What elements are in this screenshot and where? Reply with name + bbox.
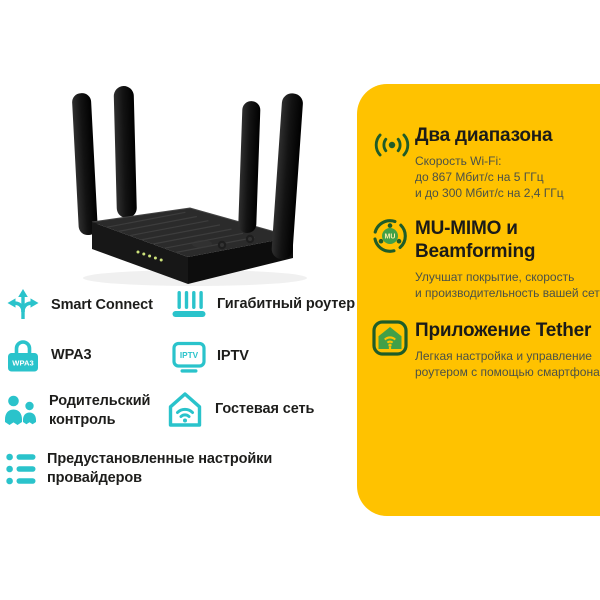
section-tether-app: Приложение Tether Легкая настройка и упр… <box>372 319 600 380</box>
feature-label: WPA3 <box>51 346 92 363</box>
wifi-signal-icon <box>374 133 410 157</box>
feature-guest-network: Гостевая сеть <box>166 391 314 427</box>
parental-control-icon <box>5 395 36 425</box>
section-description: Скорость Wi-Fi: до 867 Мбит/с на 5 ГГц и… <box>415 154 564 200</box>
router-side-face <box>188 237 293 284</box>
router-front-face <box>92 222 188 284</box>
section-icon-col <box>372 319 415 380</box>
section-title: Приложение Tether <box>415 320 592 341</box>
feature-label: IPTV <box>217 348 249 364</box>
feature-parental-control: Родительский контроль <box>4 392 150 430</box>
feature-label: Родительский контроль <box>49 393 151 428</box>
section-mu-mimo: MU MU-MIMO и Beamforming Улучшат покрыти… <box>372 217 600 301</box>
iptv-tv-icon: IPTV <box>172 341 206 373</box>
feature-gigabit-router: Гигабитный роутер <box>172 289 355 319</box>
wpa3-icon-text: WPA3 <box>12 359 33 368</box>
router-logo-mark <box>192 240 212 248</box>
feature-label: Гигабитный роутер <box>217 295 356 312</box>
section-description: Легкая настройка и управление роутером с… <box>415 349 600 379</box>
tether-app-icon <box>372 320 408 356</box>
feature-provider-presets: Предустановленные настройки провайдеров <box>6 450 272 488</box>
mu-mimo-icon: MU <box>373 219 407 253</box>
smart-connect-icon <box>7 289 39 319</box>
feature-wpa3: WPA3 WPA3 <box>6 337 92 373</box>
highlights-panel: Два диапазона Скорость Wi-Fi: до 867 Мби… <box>357 84 600 516</box>
guest-network-icon <box>168 392 202 427</box>
feature-iptv: IPTV IPTV <box>172 340 249 373</box>
router-top-ridges <box>106 211 255 254</box>
iptv-icon-text: IPTV <box>180 351 199 360</box>
feature-label: Предустановленные настройки провайдеров <box>47 451 273 486</box>
antenna-connectors <box>217 234 255 250</box>
router-top-edge <box>91 207 294 238</box>
router-product-image <box>72 86 307 286</box>
router-antenna <box>271 93 303 260</box>
section-description: Улучшат покрытие, скорость и производите… <box>415 270 600 300</box>
router-antenna <box>238 101 261 234</box>
feature-smart-connect: Smart Connect <box>6 288 153 322</box>
mu-icon-text: MU <box>385 234 396 241</box>
section-icon-col: MU <box>372 217 415 301</box>
section-title: MU-MIMO и Beamforming <box>415 218 536 262</box>
router-antenna <box>72 93 98 236</box>
router-antenna <box>113 86 137 219</box>
section-dual-band: Два диапазона Скорость Wi-Fi: до 867 Мби… <box>372 124 592 201</box>
section-title: Два диапазона <box>415 125 553 146</box>
section-icon-col <box>372 124 415 201</box>
provider-presets-icon <box>6 453 36 485</box>
feature-label: Smart Connect <box>51 296 153 313</box>
feature-label: Гостевая сеть <box>215 400 315 417</box>
gigabit-router-icon <box>172 291 206 317</box>
wpa3-lock-icon: WPA3 <box>8 340 38 372</box>
router-status-leds <box>136 250 163 262</box>
